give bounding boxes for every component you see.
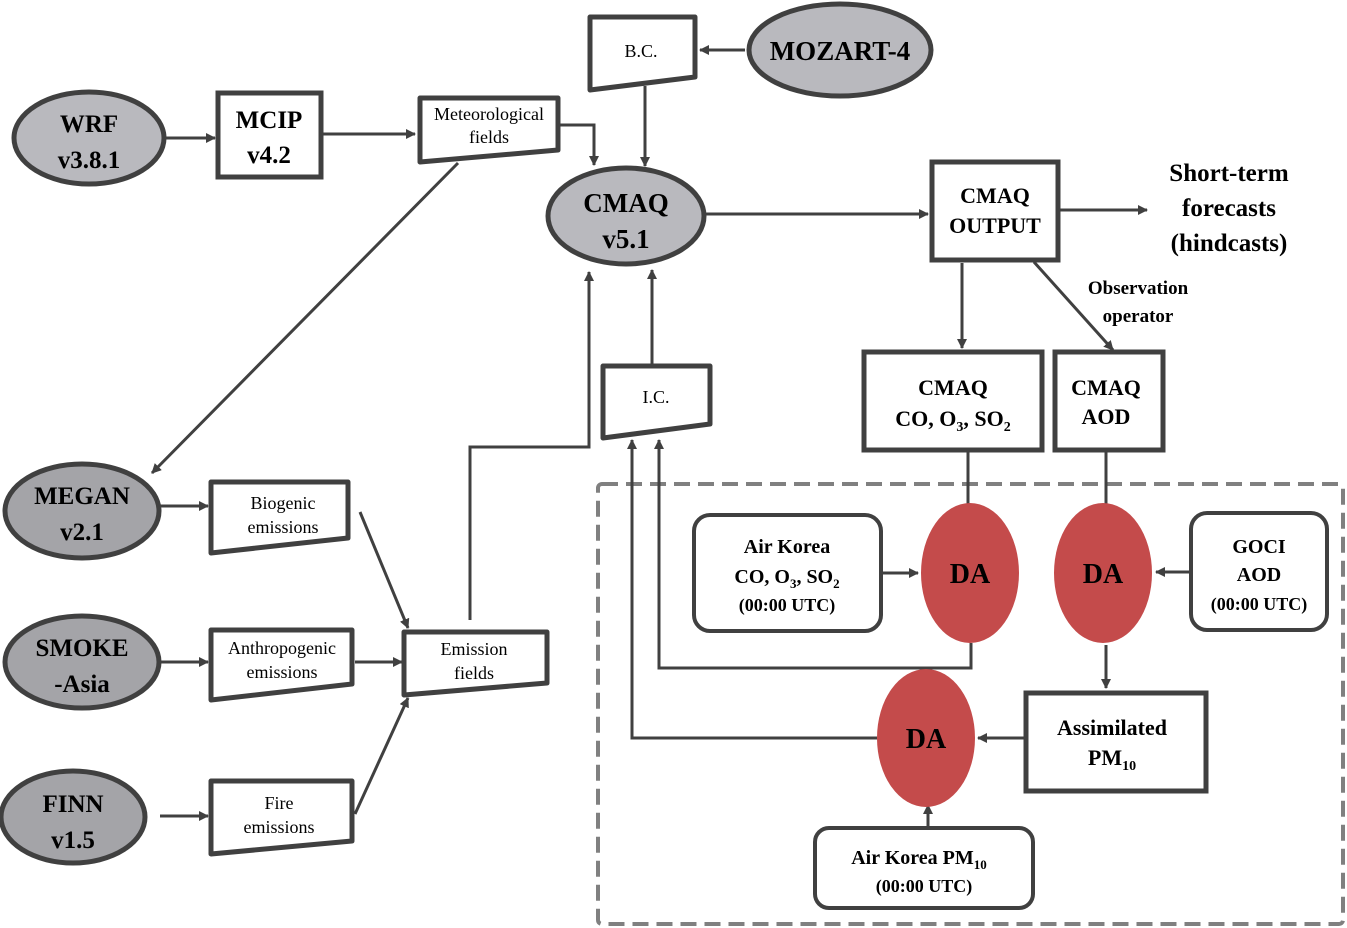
megan-label: MEGAN (34, 483, 130, 510)
finn-version: v1.5 (51, 827, 95, 854)
arrow-biogenic-to-emission-fields (358, 511, 410, 629)
connectors (150, 45, 1190, 828)
met-fields-line2: fields (469, 127, 509, 147)
node-smoke: SMOKE -Asia (2, 613, 162, 711)
node-emission-fields: Emission fields (401, 629, 550, 698)
forecasts-line1: Short-term (1169, 160, 1289, 187)
cmaq-output-line1: CMAQ (960, 183, 1030, 208)
anthropogenic-line1: Anthropogenic (228, 638, 336, 658)
mcip-label: MCIP (236, 107, 303, 134)
node-wrf: WRF v3.8.1 (11, 89, 167, 187)
node-initial-conditions: I.C. (600, 363, 713, 441)
biogenic-line1: Biogenic (251, 493, 316, 513)
fire-line1: Fire (265, 793, 294, 813)
node-cmaq-gas: CMAQ CO, O3, SO2 (861, 349, 1045, 453)
ic-label: I.C. (643, 387, 670, 407)
forecasts-line2: forecasts (1182, 195, 1276, 222)
node-cmaq: CMAQ v5.1 (545, 165, 707, 267)
data-assimilation-region (596, 482, 1345, 926)
wrf-label: WRF (60, 111, 118, 138)
arrow-met-fields-to-megan (150, 161, 460, 475)
node-mozart: MOZART-4 (746, 1, 934, 99)
node-assimilated-pm: Assimilated PM10 (1023, 690, 1209, 794)
arrow-met-fields-to-cmaq (560, 123, 599, 166)
arrow-da-pm-to-ic (627, 439, 877, 740)
observation-operator-label: Observation operator (1088, 278, 1189, 327)
arrow-emission-fields-to-cmaq (468, 271, 594, 620)
anthropogenic-line2: emissions (246, 662, 317, 682)
node-da-gas: DA (921, 503, 1019, 643)
mcip-version: v4.2 (247, 142, 291, 169)
da-pm-label: DA (906, 724, 947, 755)
obs-operator-line1: Observation (1088, 278, 1189, 299)
fire-line2: emissions (243, 817, 314, 837)
node-goci: GOCI AOD (00:00 UTC) (1189, 511, 1329, 632)
arrow-output-to-cmaq-aod (1032, 260, 1115, 352)
node-airkorea-pm: Air Korea PM10 (00:00 UTC) (813, 826, 1035, 910)
da-gas-label: DA (950, 559, 991, 590)
cmaq-aod-line1: CMAQ (1071, 375, 1141, 400)
node-da-aod: DA (1054, 503, 1152, 643)
node-finn: FINN v1.5 (0, 768, 148, 866)
goci-time: (00:00 UTC) (1211, 594, 1308, 615)
arrow-da-gas-to-ic (654, 439, 973, 670)
airkorea-gas-line2: CO, O3, SO2 (734, 566, 839, 591)
obs-operator-line2: operator (1103, 306, 1174, 327)
megan-version: v2.1 (60, 519, 104, 546)
node-cmaq-aod: CMAQ AOD (1052, 349, 1166, 453)
smoke-label: SMOKE (35, 635, 128, 662)
goci-line2: AOD (1237, 564, 1281, 586)
airkorea-gas-time: (00:00 UTC) (739, 595, 836, 616)
node-fire-emissions: Fire emissions (208, 778, 355, 857)
cmaq-aod-line2: AOD (1082, 404, 1131, 429)
wrf-version: v3.8.1 (58, 147, 121, 174)
cmaq-output-line2: OUTPUT (949, 213, 1041, 238)
node-cmaq-output: CMAQ OUTPUT (929, 159, 1061, 263)
assimilated-pm-line1: Assimilated (1057, 715, 1167, 740)
cmaq-gas-line2: CO, O3, SO2 (895, 406, 1010, 435)
arrow-fire-to-emission-fields (353, 697, 410, 815)
node-da-pm: DA (877, 669, 975, 807)
forecasts-line3: (hindcasts) (1171, 230, 1288, 257)
mozart-label: MOZART-4 (770, 36, 911, 66)
met-fields-line1: Meteorological (434, 104, 544, 124)
smoke-suffix: -Asia (54, 671, 110, 698)
airkorea-pm-time: (00:00 UTC) (876, 876, 973, 897)
cmaq-label: CMAQ (583, 188, 668, 218)
assimilated-pm-line2: PM10 (1088, 745, 1136, 774)
airkorea-pm-line1: Air Korea PM10 (851, 847, 987, 872)
node-meteorological-fields: Meteorological fields (417, 95, 561, 165)
cmaq-version: v5.1 (602, 224, 649, 254)
node-boundary-conditions: B.C. (587, 14, 698, 93)
forecasts-label: Short-term forecasts (hindcasts) (1169, 160, 1289, 257)
da-aod-label: DA (1083, 559, 1124, 590)
bc-label: B.C. (624, 41, 657, 61)
goci-line1: GOCI (1232, 536, 1286, 558)
node-anthropogenic-emissions: Anthropogenic emissions (208, 627, 355, 703)
node-biogenic-emissions: Biogenic emissions (208, 479, 351, 556)
node-megan: MEGAN v2.1 (2, 461, 162, 561)
emission-fields-line2: fields (454, 663, 494, 683)
finn-label: FINN (42, 791, 103, 818)
emission-fields-line1: Emission (440, 639, 507, 659)
biogenic-line2: emissions (247, 517, 318, 537)
cmaq-gas-line1: CMAQ (918, 375, 988, 400)
node-mcip: MCIP v4.2 (215, 90, 324, 180)
node-airkorea-gas: Air Korea CO, O3, SO2 (00:00 UTC) (692, 513, 883, 633)
airkorea-gas-line1: Air Korea (744, 536, 830, 558)
